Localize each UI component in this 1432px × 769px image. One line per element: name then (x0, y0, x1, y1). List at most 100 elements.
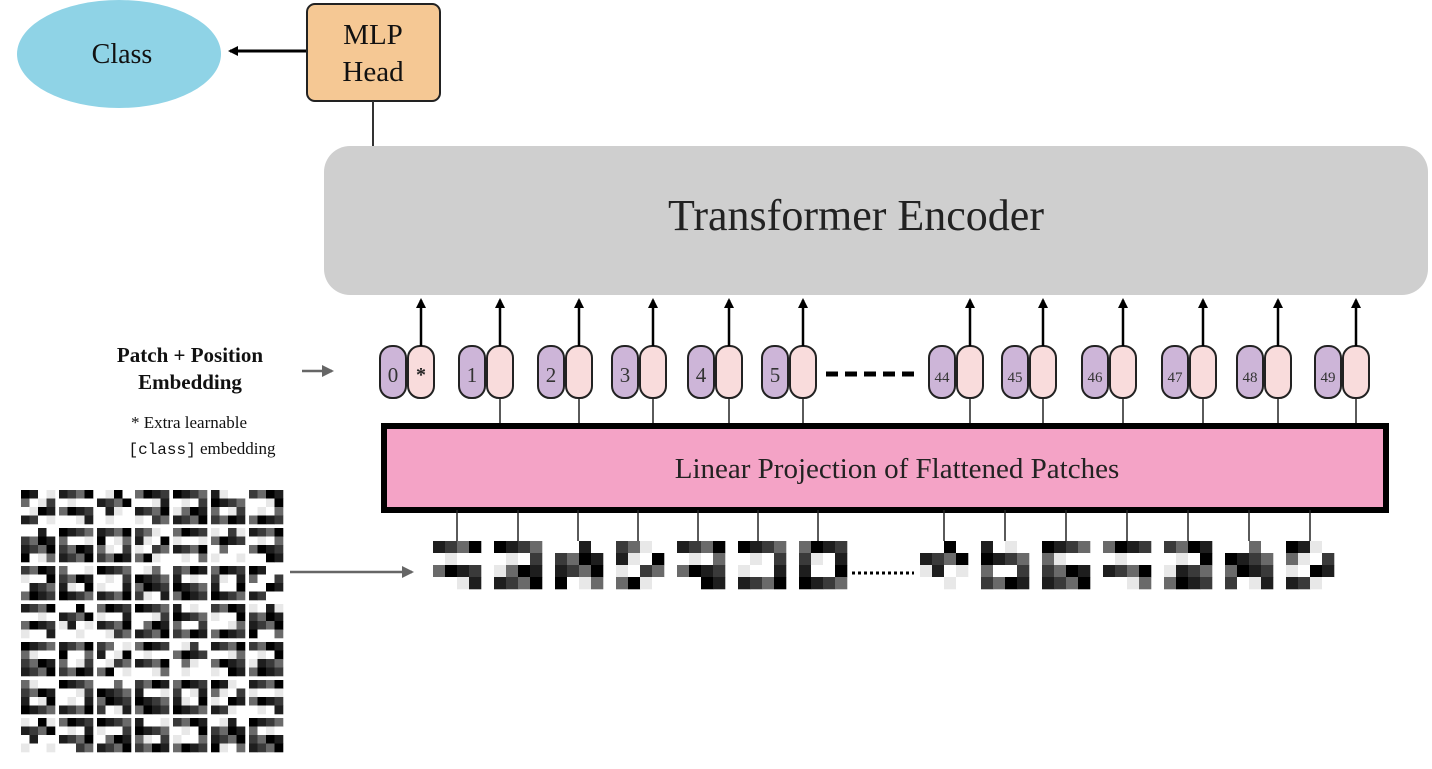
patch-pixel (211, 680, 220, 689)
patch-pixel (1078, 577, 1091, 590)
patch-pixel (38, 545, 47, 554)
patch-pixel (143, 680, 153, 689)
patch-pixel (143, 743, 153, 753)
patch-pixel (135, 536, 144, 546)
patch-pixel (97, 583, 106, 592)
patch-pixel (257, 604, 267, 613)
patch-pixel (97, 536, 106, 546)
patch-pixel (1286, 577, 1299, 590)
patch-pixel (1066, 553, 1079, 566)
patch-pixel (274, 583, 284, 592)
patch-pixel (29, 667, 39, 677)
patch-pixel (29, 726, 39, 736)
patch-pixel (143, 536, 153, 546)
patch-pixel (76, 515, 85, 525)
input-image-patch-grid (21, 490, 284, 753)
patch-pixel (122, 680, 132, 689)
patch-pixel (173, 688, 182, 698)
patch-pixel (266, 566, 275, 575)
image-patch (21, 490, 56, 525)
patch-pixel (823, 541, 836, 554)
patch-pixel (274, 528, 284, 537)
position-index-label: 49 (1321, 370, 1336, 386)
patch-pixel (173, 612, 182, 622)
patch-pixel (122, 528, 132, 537)
patch-pixel (920, 541, 933, 554)
patch-pixel (701, 565, 714, 578)
patch-pixel (738, 565, 751, 578)
patch-pixel (135, 604, 144, 613)
patch-pixel (21, 591, 30, 601)
patch-pixel (29, 604, 39, 613)
patch-pixel (84, 680, 94, 689)
patch-pixel (114, 642, 123, 651)
patch-pixel (750, 577, 763, 590)
patch-pixel (143, 718, 153, 727)
patch-pixel (211, 515, 220, 525)
patch-pixel (219, 735, 229, 744)
class-token-marker: * (416, 364, 426, 386)
patch-pixel (76, 705, 85, 715)
embedding-token: 1 (458, 298, 514, 426)
image-patch (249, 528, 284, 563)
patch-pixel (701, 577, 714, 590)
patch-pixel (211, 650, 220, 660)
patch-pixel (211, 743, 220, 753)
patch-pixel (198, 528, 208, 537)
patch-pixel (257, 688, 267, 698)
patch-pixel (249, 743, 258, 753)
patch-pixel (114, 498, 123, 508)
patch-pixel (249, 650, 258, 660)
patch-pixel (122, 743, 132, 753)
patch-pixel (652, 577, 665, 590)
patch-pixel (152, 604, 161, 613)
patch-pixel (433, 565, 446, 578)
patch-pixel (114, 566, 123, 575)
patch-pixel (198, 498, 208, 508)
patch-pixel (105, 612, 115, 622)
patch-pixel (1298, 553, 1311, 566)
patch-pixel (135, 650, 144, 660)
patch-pixel (76, 604, 85, 613)
class-output-ellipse (17, 0, 221, 108)
patch-pixel (160, 498, 170, 508)
patch-pixel (236, 583, 246, 592)
patch-pixel (76, 659, 85, 668)
patch-pixel (152, 726, 161, 736)
patch-pixel (160, 726, 170, 736)
patch-pixel (567, 577, 580, 590)
patch-pixel (249, 659, 258, 668)
patch-pixel (616, 565, 629, 578)
image-patch (677, 541, 726, 590)
patch-pixel (181, 688, 191, 698)
patch-pixel (21, 545, 30, 554)
patch-pixel (993, 553, 1006, 566)
embedding-label-line2: Embedding (138, 370, 242, 394)
patch-pixel (236, 515, 246, 525)
patch-pixel (236, 680, 246, 689)
patch-pixel (181, 515, 191, 525)
patch-pixel (1042, 553, 1055, 566)
patch-pixel (173, 705, 182, 715)
patch-pixel (29, 650, 39, 660)
patch-pixel (152, 574, 161, 584)
patch-pixel (219, 498, 229, 508)
patch-pixel (143, 507, 153, 516)
patch-pixel (1164, 553, 1177, 566)
image-patch (211, 528, 246, 563)
patch-pixel (173, 718, 182, 727)
patch-pixel (84, 604, 94, 613)
patch-pixel (173, 566, 182, 575)
patch-pixel (228, 659, 237, 668)
image-patch (173, 642, 208, 677)
patch-pixel (1188, 565, 1201, 578)
patch-pixel (266, 536, 275, 546)
patch-pixel (114, 536, 123, 546)
patch-pixel (228, 726, 237, 736)
patch-pixel (198, 536, 208, 546)
position-embedding-chip (458, 345, 486, 399)
patch-pixel (135, 680, 144, 689)
patch-pixel (114, 545, 123, 554)
patch-pixel (173, 515, 182, 525)
patch-pixel (211, 583, 220, 592)
